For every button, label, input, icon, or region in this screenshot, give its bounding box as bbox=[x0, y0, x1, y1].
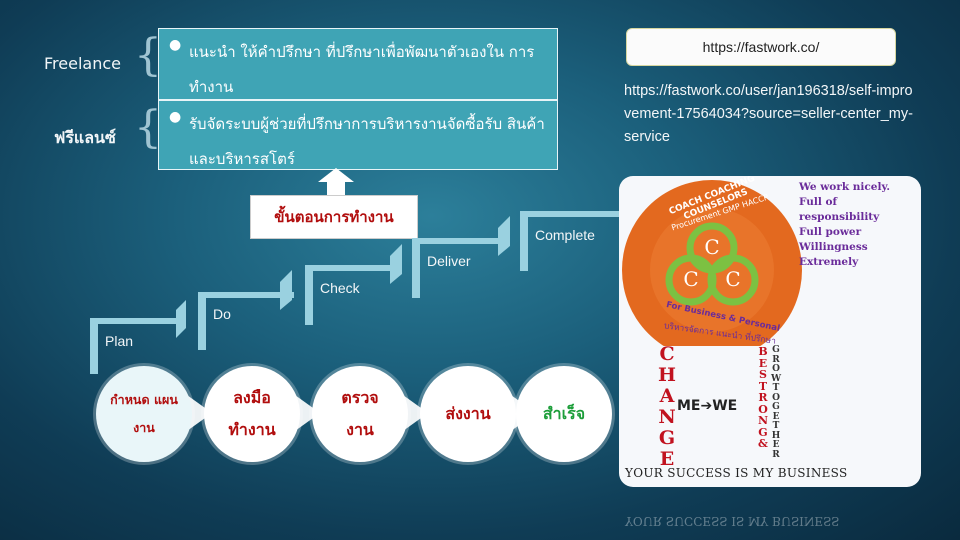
brace-icon: { bbox=[134, 102, 162, 153]
reflection-tagline: YOUR SUCCESS IS MY BUSINESS bbox=[625, 514, 840, 528]
coach-logo: C C C bbox=[622, 180, 802, 346]
freelance-label-th: ฟรีแลนซ์ bbox=[54, 128, 116, 147]
card-reflection: YOUR SUCCESS IS MY BUSINESS bbox=[619, 488, 921, 528]
promo-card: C C C COACH COACHING COUNSELORS Procurem… bbox=[619, 176, 921, 487]
svg-text:C: C bbox=[725, 267, 740, 291]
slogan-item: Full of responsibility bbox=[799, 196, 880, 223]
change-word: CHANGE bbox=[658, 343, 676, 470]
slogan-item: Full power bbox=[799, 226, 862, 238]
info-row-2: ● รับจัดระบบผู้ช่วยที่ปรึกษาการบริหารงาน… bbox=[158, 100, 558, 170]
process-title: ขั้นตอนการทำงาน bbox=[250, 195, 418, 239]
url-link-box[interactable]: https://fastwork.co/ bbox=[626, 28, 896, 66]
svg-text:C: C bbox=[704, 235, 719, 259]
grow-together-word: GROW TOGETHER bbox=[771, 345, 782, 460]
slogan-item: We work nicely. bbox=[799, 181, 891, 193]
svg-text:C: C bbox=[683, 267, 698, 291]
bullet-icon: ● bbox=[169, 109, 182, 125]
slogan-item: Willingness bbox=[799, 241, 868, 253]
slogan-item: Extremely bbox=[799, 256, 859, 268]
step-check: Check bbox=[320, 280, 360, 296]
process-circle-deliver: ส่งงาน bbox=[420, 366, 516, 462]
process-circle-do: ลงมือ ทำงาน bbox=[204, 366, 300, 462]
freelance-label-en: Freelance bbox=[44, 54, 121, 73]
info-row-1: ● แนะนำ ให้คำปรึกษา ที่ปรึกษาเพื่อพัฒนาต… bbox=[158, 28, 558, 100]
be-strong-word: BE STRONG & bbox=[757, 345, 769, 450]
info-text-2: รับจัดระบบผู้ช่วยที่ปรึกษาการบริหารงานจั… bbox=[189, 115, 545, 168]
tagline-text: YOUR SUCCESS IS MY BUSINESS bbox=[625, 466, 848, 480]
step-do: Do bbox=[213, 306, 231, 322]
bullet-icon: ● bbox=[169, 37, 182, 53]
process-circle-complete: สำเร็จ bbox=[516, 366, 612, 462]
process-circle-plan: กำหนด แผนงาน bbox=[96, 366, 192, 462]
step-deliver: Deliver bbox=[427, 253, 471, 269]
step-plan: Plan bbox=[105, 333, 134, 349]
url-full-text[interactable]: https://fastwork.co/user/jan196318/self-… bbox=[624, 83, 913, 145]
slogan-list: We work nicely. Full of responsibility F… bbox=[799, 180, 917, 270]
process-circle-check: ตรวจ งาน bbox=[312, 366, 408, 462]
step-complete: Complete bbox=[535, 227, 595, 243]
up-arrow-icon bbox=[318, 168, 354, 196]
brace-icon: { bbox=[134, 30, 162, 81]
me-we-text: ME➔WE bbox=[677, 398, 738, 414]
info-text-1: แนะนำ ให้คำปรึกษา ที่ปรึกษาเพื่อพัฒนาตัว… bbox=[189, 43, 535, 96]
